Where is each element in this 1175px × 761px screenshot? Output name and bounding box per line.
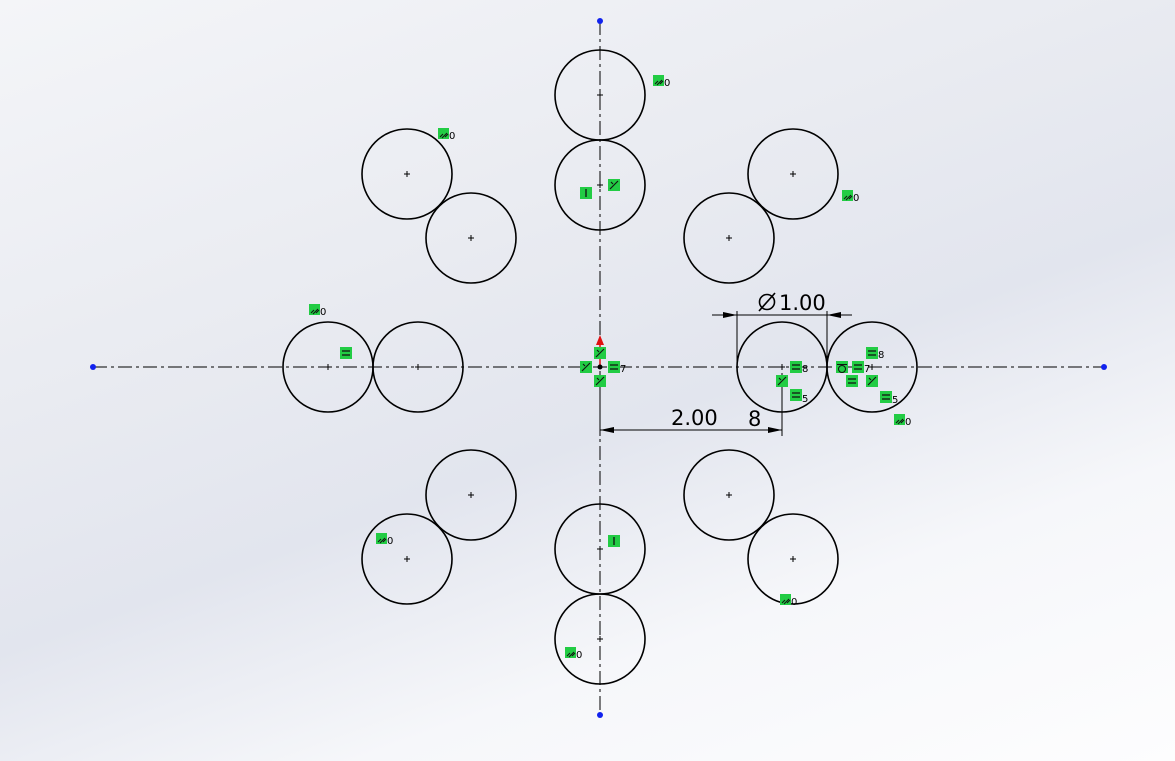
sketch-circle[interactable] — [361, 128, 453, 220]
center-point-marker[interactable] — [597, 182, 603, 188]
relation-count-text: 0 — [387, 536, 393, 547]
center-point-marker[interactable] — [597, 92, 603, 98]
center-point-marker[interactable] — [869, 364, 875, 370]
relation-count-text: 0 — [853, 193, 859, 204]
coincident-relation-badge[interactable] — [580, 361, 592, 373]
relation-count-text: 0 — [449, 131, 455, 142]
center-point-marker[interactable] — [790, 556, 796, 562]
coincident-relation-badge[interactable] — [594, 347, 606, 359]
relation-count-text: 8 — [878, 350, 884, 361]
centerline-endpoint[interactable] — [597, 18, 603, 24]
vertical-relation-badge[interactable] — [580, 187, 592, 199]
centerline-endpoint[interactable] — [597, 712, 603, 718]
relation-count-text: 5 — [892, 395, 898, 406]
relation-count-text: 0 — [320, 307, 326, 318]
equal-relation-badge[interactable]: 8 — [790, 361, 808, 375]
center-point-marker[interactable] — [726, 235, 732, 241]
relation-count-text: 0 — [791, 597, 797, 608]
fixed-relation-badge[interactable]: 0 — [653, 75, 670, 89]
dimension-value-text: 1.00 — [779, 291, 826, 315]
coincident-relation-badge[interactable] — [776, 375, 788, 387]
sketch-circle[interactable] — [554, 593, 646, 685]
diameter-dimension[interactable]: 1.00 — [712, 291, 852, 367]
centerline-endpoint[interactable] — [1101, 364, 1107, 370]
relation-count-text: 0 — [664, 78, 670, 89]
dimension-suffix-text: 8 — [748, 407, 761, 431]
fixed-relation-badge[interactable]: 0 — [842, 190, 859, 204]
center-point-marker[interactable] — [779, 364, 785, 370]
equal-relation-badge[interactable]: 7 — [608, 361, 626, 375]
equal-relation-badge[interactable]: 7 — [852, 361, 870, 375]
sketch-circle[interactable] — [683, 192, 775, 284]
sketch-circle[interactable] — [425, 192, 517, 284]
equal-relation-badge[interactable]: 5 — [790, 389, 808, 405]
linear-dimension[interactable]: 2.00 8 — [599, 373, 783, 436]
dimension-value-text: 2.00 — [671, 406, 718, 430]
fixed-relation-badge[interactable]: 0 — [565, 647, 582, 661]
center-point-marker[interactable] — [726, 492, 732, 498]
equal-relation-badge[interactable]: 8 — [866, 347, 884, 361]
centerline-endpoint[interactable] — [90, 364, 96, 370]
center-point-marker[interactable] — [325, 364, 331, 370]
center-point-marker[interactable] — [415, 364, 421, 370]
sketch-circle[interactable] — [747, 513, 839, 605]
center-point-marker[interactable] — [597, 636, 603, 642]
relation-count-text: 0 — [905, 417, 911, 428]
coincident-relation-badge[interactable] — [608, 179, 620, 191]
fixed-relation-badge[interactable]: 0 — [438, 128, 455, 142]
relation-count-text: 7 — [864, 364, 870, 375]
vertical-relation-badge[interactable] — [608, 535, 620, 547]
fixed-relation-badge[interactable]: 0 — [894, 414, 911, 428]
equal-relation-badge[interactable] — [340, 347, 352, 359]
center-point-marker[interactable] — [597, 546, 603, 552]
fixed-relation-badge[interactable]: 0 — [309, 304, 326, 318]
coincident-relation-badge[interactable] — [594, 375, 606, 387]
sketch-circle[interactable] — [372, 321, 464, 413]
tangent-relation-badge[interactable] — [836, 361, 848, 373]
center-point-marker[interactable] — [468, 492, 474, 498]
equal-relation-badge[interactable] — [846, 375, 858, 387]
center-point-marker[interactable] — [404, 171, 410, 177]
center-point-marker[interactable] — [404, 556, 410, 562]
sketch-circle[interactable] — [361, 513, 453, 605]
center-point-marker[interactable] — [468, 235, 474, 241]
sketch-circle[interactable] — [747, 128, 839, 220]
sketch-circle[interactable] — [554, 139, 646, 231]
relation-count-text: 7 — [620, 364, 626, 375]
center-point-marker[interactable] — [790, 171, 796, 177]
diameter-symbol-icon — [758, 292, 776, 312]
relation-count-text: 8 — [802, 364, 808, 375]
sketch-circle[interactable] — [425, 449, 517, 541]
relation-count-text: 0 — [576, 650, 582, 661]
coincident-relation-badge[interactable] — [866, 375, 878, 387]
equal-relation-badge[interactable]: 5 — [880, 391, 898, 406]
fixed-relation-badge[interactable]: 0 — [376, 533, 393, 547]
relation-count-text: 5 — [802, 394, 808, 405]
fixed-relation-badge[interactable]: 0 — [780, 594, 797, 608]
sketch-circle[interactable] — [683, 449, 775, 541]
